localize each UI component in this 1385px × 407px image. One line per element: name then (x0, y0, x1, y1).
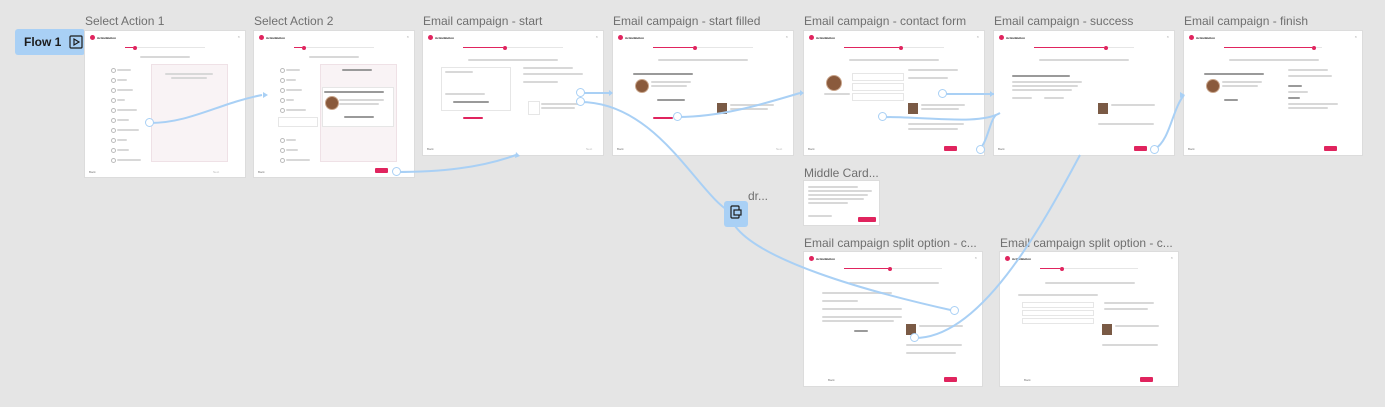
hotspot[interactable] (910, 333, 919, 342)
frame-title-email-success[interactable]: Email campaign - success (994, 14, 1134, 28)
hotspot[interactable] (878, 112, 887, 121)
frame-title-email-contact-form[interactable]: Email campaign - contact form (804, 14, 967, 28)
frame-select-action-2[interactable]: ActionButton × Back (254, 31, 414, 177)
hotspot[interactable] (976, 145, 985, 154)
hotspot[interactable] (938, 89, 947, 98)
hotspot[interactable] (1150, 145, 1159, 154)
frame-email-finish[interactable]: ActionButton × Back (1184, 31, 1362, 155)
frame-title-select-action-2[interactable]: Select Action 2 (254, 14, 334, 28)
frame-middle-card[interactable] (804, 181, 879, 225)
component-icon (730, 204, 742, 224)
hotspot[interactable] (145, 118, 154, 127)
frame-email-start[interactable]: ActionButton × Back Next (423, 31, 603, 155)
frame-title-email-start-filled[interactable]: Email campaign - start filled (613, 14, 761, 28)
hotspot[interactable] (576, 97, 585, 106)
frame-email-contact-form[interactable]: ActionButton × Back (804, 31, 984, 155)
frame-title-middle-card[interactable]: Middle Card... (804, 166, 879, 180)
hotspot[interactable] (392, 167, 401, 176)
frame-select-action-1[interactable]: ActionButton × Back Next (85, 31, 245, 177)
connector-line (395, 154, 517, 173)
component-node[interactable] (724, 201, 748, 227)
frame-title-split-option-1[interactable]: Email campaign split option - c... (804, 236, 977, 250)
hotspot[interactable] (576, 88, 585, 97)
frame-title-email-start[interactable]: Email campaign - start (423, 14, 543, 28)
component-node-label: dr... (748, 189, 769, 203)
hotspot[interactable] (673, 112, 682, 121)
logo: ActionButton (90, 35, 116, 40)
frame-email-start-filled[interactable]: ActionButton × Back Next (613, 31, 793, 155)
flow-label: Flow 1 (24, 35, 62, 49)
frame-title-email-finish[interactable]: Email campaign - finish (1184, 14, 1309, 28)
frame-title-split-option-2[interactable]: Email campaign split option - c... (1000, 236, 1173, 250)
close-icon: × (237, 34, 240, 39)
flow-start-badge[interactable]: Flow 1 (15, 29, 85, 55)
frame-email-success[interactable]: ActionButton × Back (994, 31, 1174, 155)
hotspot[interactable] (950, 306, 959, 315)
frame-split-option-2[interactable]: ActionButton × Back (1000, 252, 1178, 386)
frame-title-select-action-1[interactable]: Select Action 1 (85, 14, 165, 28)
play-frame-icon (69, 35, 83, 49)
frame-split-option-1[interactable]: ActionButton × Back (804, 252, 982, 386)
